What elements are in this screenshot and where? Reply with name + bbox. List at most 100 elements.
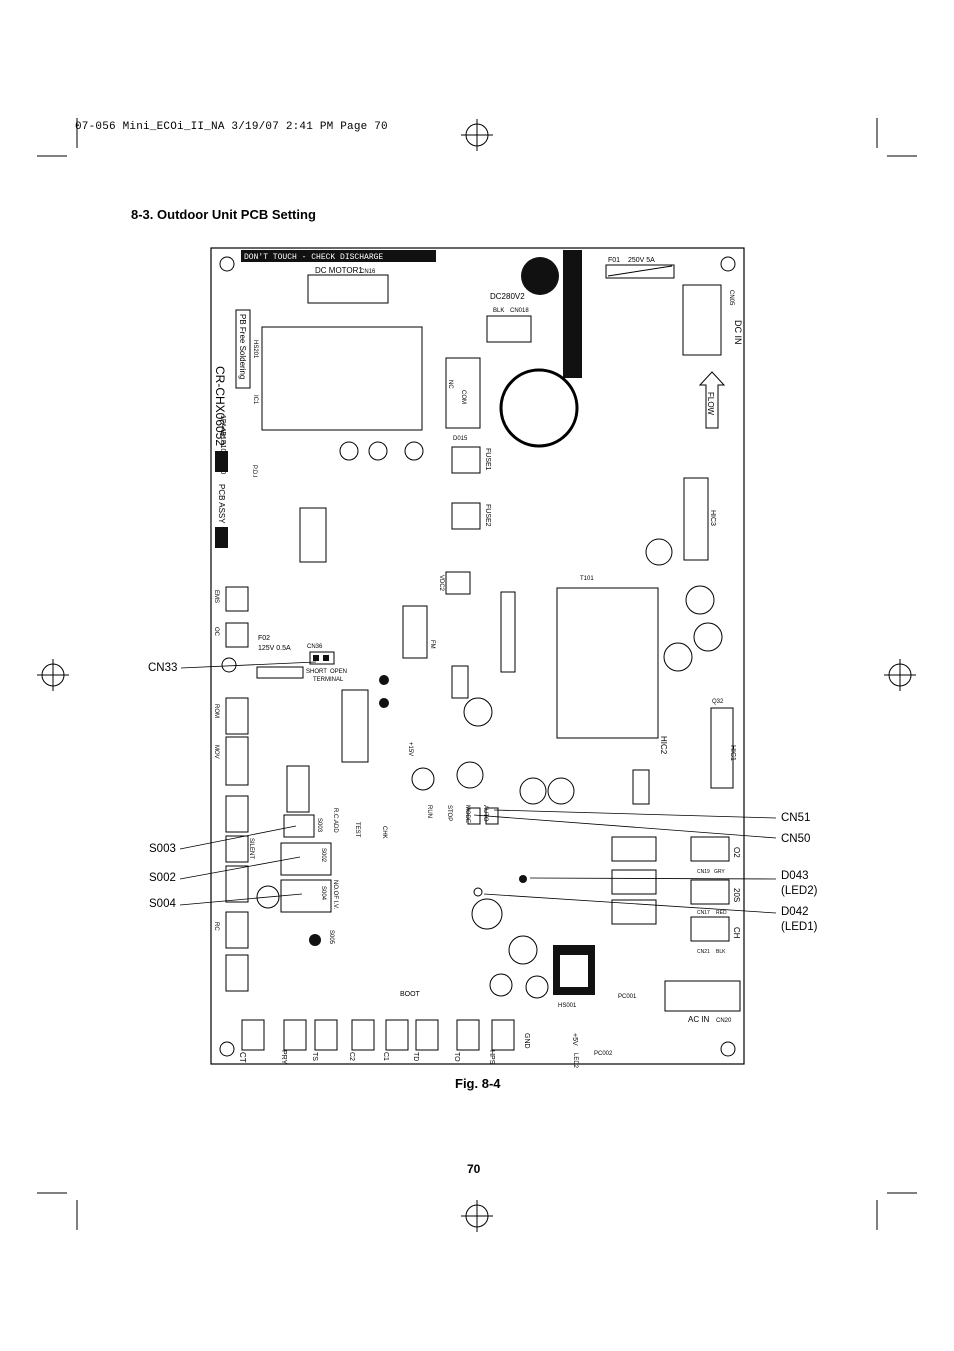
s005-label: S005	[328, 930, 334, 945]
cn17-connector	[690, 879, 730, 905]
cn39-connector	[225, 954, 249, 992]
leader-cn33	[180, 661, 317, 669]
registration-mark-bottom	[461, 1200, 493, 1232]
cn19-label: CN19	[697, 869, 710, 875]
oc-connector	[225, 622, 249, 648]
fuse-f01-rating: 250V 5A	[628, 257, 655, 264]
mounting-hole-tl	[219, 256, 235, 272]
part-no-label: 1FA4B1B100300-0	[219, 415, 226, 474]
s005-button	[309, 934, 321, 946]
leader-d042	[483, 893, 777, 914]
ic16-block	[341, 689, 369, 763]
registration-mark-left	[37, 659, 69, 691]
model-label: CR-CHX06052	[213, 366, 227, 446]
relay-ry05	[611, 836, 657, 862]
mode-label: MODE	[464, 805, 470, 823]
pry-connector	[283, 1019, 307, 1051]
mov-label: MOV	[213, 745, 219, 759]
cap-c130	[471, 898, 503, 930]
cn20-label: CN20	[716, 1018, 732, 1024]
cap-c207	[519, 777, 547, 805]
cn21-label: CN21	[697, 949, 710, 955]
to-label: TO	[453, 1052, 460, 1062]
q14-transistor	[379, 698, 389, 708]
ic101-block	[500, 591, 516, 673]
o2-label: O2	[732, 847, 741, 858]
flow-label: FLOW	[706, 392, 715, 416]
plus5v-label: +5V	[571, 1033, 578, 1046]
pc001-label: PC001	[618, 994, 637, 1000]
cn36-jumper	[309, 651, 335, 665]
leader-s004	[179, 893, 303, 906]
leader-d043	[529, 877, 777, 880]
fuse-f02	[256, 666, 304, 679]
mounting-hole-tr	[720, 256, 736, 272]
callout-cn33: CN33	[148, 662, 178, 674]
cn43-connector	[225, 795, 249, 833]
fuse2-connector	[451, 502, 481, 530]
ts-connector	[314, 1019, 338, 1051]
hic1-label: HIC1	[729, 745, 736, 761]
cap-c196	[663, 642, 693, 672]
mov-connector	[225, 736, 249, 786]
plus15v-label: +15V	[407, 742, 413, 756]
leader-cn50	[473, 814, 777, 839]
ch-label: CH	[732, 927, 741, 939]
callout-d043: D043	[781, 870, 809, 882]
rom-label: ROM	[213, 704, 219, 718]
mounting-hole-left	[221, 657, 237, 673]
switch-s003	[283, 814, 315, 838]
callout-d042: D042	[781, 906, 809, 918]
pcb-assy-block-2	[215, 527, 228, 548]
s003-board-label: S003	[316, 818, 322, 833]
silent-label: SILENT	[248, 838, 254, 859]
dc280v-connector	[486, 315, 532, 343]
cap-c186	[404, 441, 424, 461]
callout-s002: S002	[149, 872, 176, 884]
oc-label: OC	[213, 627, 219, 637]
callout-s003: S003	[149, 843, 176, 855]
cn21-connector	[690, 916, 730, 942]
cn50-connector	[467, 807, 481, 825]
rcadd-label: R.C.ADD	[332, 808, 338, 833]
relay-ry03	[611, 869, 657, 895]
relay-ry02	[611, 899, 657, 925]
registration-mark-top	[461, 119, 493, 151]
fuse-f01-label: F01	[608, 257, 620, 264]
ic106-block	[451, 665, 469, 699]
cn19-connector	[690, 836, 730, 862]
nc-label: NC	[447, 380, 453, 389]
f02-label: F02	[258, 635, 270, 642]
q32-label: Q32	[712, 699, 724, 705]
page-number: 70	[467, 1162, 481, 1176]
fuse1-connector	[451, 446, 481, 474]
red-label: RED	[716, 910, 727, 916]
d043-led	[519, 875, 527, 883]
hic3-connector	[683, 477, 709, 561]
s002-board-label: S002	[320, 848, 326, 863]
stop-label: STOP	[446, 805, 452, 821]
mounting-hole-br	[720, 1041, 736, 1057]
ic1-block	[261, 326, 423, 431]
ic19-block	[286, 765, 310, 813]
pb-free-label: PB Free Soldering	[238, 314, 247, 379]
cn16-label: CN16	[360, 269, 376, 275]
cn018-label: CN018	[510, 308, 529, 314]
d015-label: D015	[453, 436, 468, 442]
cap-c205	[547, 777, 575, 805]
ems-connector	[225, 586, 249, 612]
ic10-block	[632, 769, 650, 805]
callout-d043-sub: (LED2)	[781, 885, 818, 897]
fuse1-label: FUSE1	[484, 448, 491, 471]
dc-motor-label: DC MOTOR1	[315, 266, 363, 275]
c2-label: C2	[348, 1052, 355, 1061]
blk-label: BLK	[493, 308, 504, 314]
rom-connector	[225, 697, 249, 735]
to-connector	[456, 1019, 480, 1051]
ts-label: TS	[311, 1052, 318, 1061]
vdc2-block	[445, 571, 471, 595]
hps-label: HPS	[488, 1050, 495, 1065]
dc-motor-connector	[307, 274, 389, 304]
